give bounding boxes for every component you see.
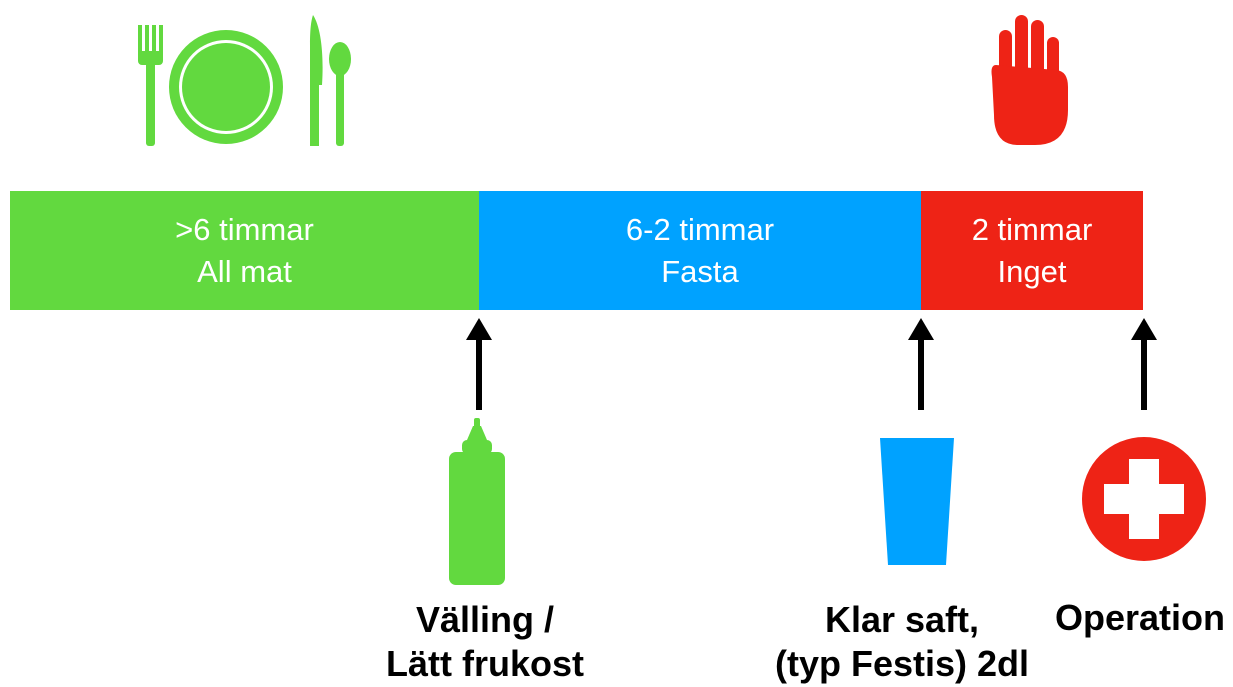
glass-icon <box>880 438 954 565</box>
marker-label-operation: Operation <box>1050 596 1230 640</box>
arrow-up-icon <box>1131 318 1157 410</box>
segment-rule-label: Inget <box>997 253 1067 289</box>
segment-6-to-2-hours: 6-2 timmar Fasta <box>479 191 921 310</box>
marker-label-line2: (typ Festis) 2dl <box>774 643 1030 684</box>
medical-cross-icon <box>1082 437 1206 561</box>
stop-hand-icon <box>991 15 1068 145</box>
marker-label-valling: Välling / Lätt frukost <box>380 598 590 686</box>
arrow-up-icon <box>908 318 934 410</box>
segment-2-hours: 2 timmar Inget <box>921 191 1143 310</box>
marker-label-line1: Klar saft, <box>824 599 980 640</box>
marker-label-line1: Välling / <box>415 599 555 640</box>
segment-rule-label: Fasta <box>661 253 739 289</box>
bottle-icon <box>449 418 505 585</box>
arrow-up-icon <box>466 318 492 410</box>
segment-more-than-6-hours: >6 timmar All mat <box>10 191 479 310</box>
marker-label-klar-saft: Klar saft, (typ Festis) 2dl <box>772 598 1032 686</box>
segment-rule-label: All mat <box>197 253 292 289</box>
marker-label-line1: Operation <box>1054 597 1225 638</box>
plate-cutlery-icon <box>138 15 351 146</box>
segment-time-label: >6 timmar <box>175 211 314 247</box>
segment-time-label: 6-2 timmar <box>625 211 775 247</box>
marker-label-line2: Lätt frukost <box>386 643 584 684</box>
segment-time-label: 2 timmar <box>971 211 1093 247</box>
